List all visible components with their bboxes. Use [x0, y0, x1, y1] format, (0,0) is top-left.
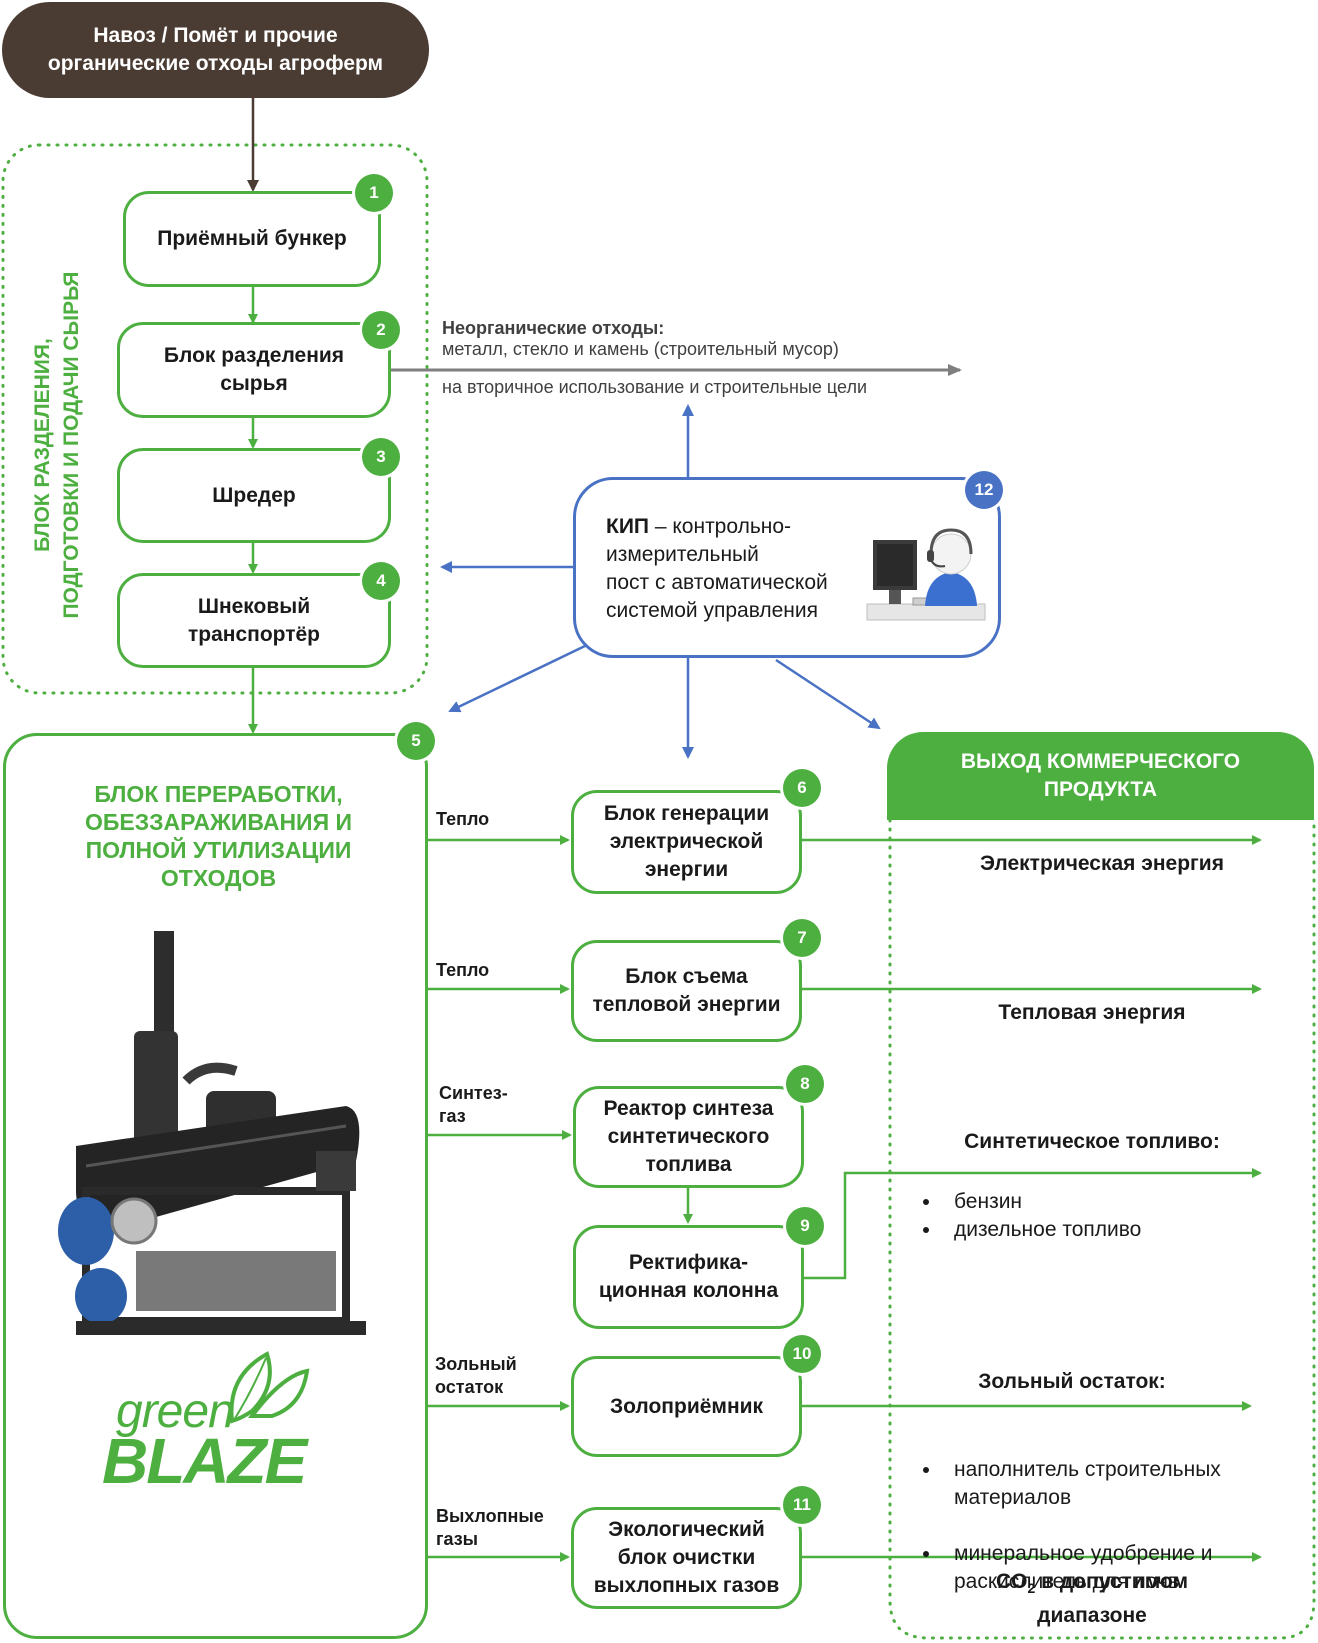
logo-green-text: green: [116, 1385, 235, 1438]
list-item: бензин: [942, 1188, 1141, 1216]
co2-symbol: CO: [995, 1570, 1028, 1593]
list-item: дизельное топливо: [942, 1216, 1141, 1244]
co2-text: в допустимом диапазоне: [1037, 1570, 1189, 1628]
unit-7-box: Блок съема тепловой энергии: [571, 940, 802, 1042]
unit-11-label: Экологический блок очистки выхлопных газ…: [593, 1518, 780, 1597]
unit-11-badge: 11: [783, 1486, 821, 1524]
processing-machine-image: [58, 931, 366, 1335]
output-thermal: Тепловая энергия: [998, 1001, 1186, 1024]
out-arrow-fuel: [804, 1168, 1262, 1280]
output-fuel-list: бензин дизельное топливо: [916, 1188, 1141, 1244]
flow-label-exhaust: Выхлопные газы: [436, 1506, 544, 1549]
list-item: минеральное удобрение и раскислитель для…: [942, 1540, 1221, 1596]
kip-badge: 12: [965, 471, 1003, 509]
step-3-label: Шредер: [212, 483, 296, 507]
source-box: Навоз / Помёт и прочие органические отхо…: [2, 2, 429, 98]
kip-box: КИП – контрольно- измерительный пост с а…: [573, 477, 1001, 658]
step-1-badge: 1: [355, 174, 393, 212]
unit-6-badge: 6: [783, 769, 821, 807]
inorganic-line1: металл, стекло и камень (строительный му…: [442, 339, 839, 359]
unit-7-label: Блок съема тепловой энергии: [592, 965, 781, 1016]
output-fuel-title: Синтетическое топливо:: [964, 1130, 1220, 1153]
greenblaze-logo: green BLAZE: [102, 1346, 322, 1497]
output-co2: CO2 в допустимом диапазоне: [880, 1568, 1304, 1630]
unit-8-label: Реактор синтеза синтетического топлива: [603, 1097, 774, 1176]
output-ash-title: Зольный остаток:: [978, 1370, 1166, 1393]
output-ash-list: наполнитель строительных материалов мине…: [916, 1428, 1221, 1624]
unit-10-box: Золоприёмник: [571, 1356, 802, 1457]
unit-6-box: Блок генерации электрической энергии: [571, 790, 802, 894]
kip-arrow-down-left: [448, 643, 588, 713]
output-electric: Электрическая энергия: [980, 852, 1224, 875]
unit-10-label: Золоприёмник: [609, 1394, 764, 1418]
output-frame: [888, 818, 1316, 1640]
flow-label-ash: Зольный остаток: [435, 1354, 517, 1397]
flow-label-heat-2: Тепло: [436, 960, 490, 980]
processing-title: БЛОК ПЕРЕРАБОТКИ, ОБЕЗЗАРАЖИВАНИЯ И ПОЛН…: [84, 781, 353, 891]
processing-box: БЛОК ПЕРЕРАБОТКИ, ОБЕЗЗАРАЖИВАНИЯ И ПОЛН…: [3, 733, 428, 1639]
source-text: Навоз / Помёт и прочие органические отхо…: [47, 24, 384, 75]
inorganic-line2: на вторичное использование и строительны…: [442, 377, 867, 397]
step-3-box: Шредер: [117, 448, 391, 543]
unit-9-badge: 9: [786, 1207, 824, 1245]
step-1-label: Приёмный бункер: [157, 227, 347, 250]
kip-text: КИП – контрольно- измерительный пост с а…: [606, 513, 866, 625]
step-4-badge: 4: [362, 562, 400, 600]
flow-label-heat-1: Тепло: [436, 809, 490, 829]
unit-6-label: Блок генерации электрической энергии: [603, 802, 770, 881]
unit-9-label: Ректифика- ционная колонна: [598, 1251, 779, 1302]
unit-8-box: Реактор синтеза синтетического топлива: [573, 1086, 804, 1188]
list-item: наполнитель строительных материалов: [942, 1456, 1221, 1512]
unit-9-box: Ректифика- ционная колонна: [573, 1225, 804, 1329]
step-2-badge: 2: [362, 311, 400, 349]
prep-block-frame: [1, 143, 429, 695]
unit-7-badge: 7: [783, 919, 821, 957]
leaf-icon: [229, 1351, 310, 1424]
unit-11-box: Экологический блок очистки выхлопных газ…: [571, 1507, 802, 1609]
output-header: ВЫХОД КОММЕРЧЕСКОГО ПРОДУКТА: [887, 732, 1314, 820]
processing-badge: 5: [397, 722, 435, 760]
step-2-box: Блок разделения сырья: [117, 322, 391, 418]
unit-8-badge: 8: [786, 1065, 824, 1103]
step-1-box: Приёмный бункер: [123, 191, 381, 287]
kip-abbr: КИП: [606, 515, 650, 538]
prep-block-label: БЛОК РАЗДЕЛЕНИЯ, ПОДГОТОВКИ И ПОДАЧИ СЫР…: [31, 271, 83, 619]
step-4-label: Шнековый транспортёр: [187, 594, 320, 646]
logo-blaze-text: BLAZE: [102, 1425, 307, 1497]
step-4-box: Шнековый транспортёр: [117, 573, 391, 668]
unit-10-badge: 10: [783, 1335, 821, 1373]
kip-description: – контрольно- измерительный пост с автом…: [606, 515, 828, 622]
step-3-badge: 3: [362, 438, 400, 476]
inorganic-title: Неорганические отходы:: [442, 318, 665, 338]
operator-icon: [866, 528, 986, 621]
co2-subscript: 2: [1027, 1580, 1036, 1597]
step-2-label: Блок разделения сырья: [163, 344, 345, 395]
kip-arrow-down-right: [775, 658, 881, 730]
flow-label-syngas: Синтез- газ: [439, 1083, 508, 1126]
